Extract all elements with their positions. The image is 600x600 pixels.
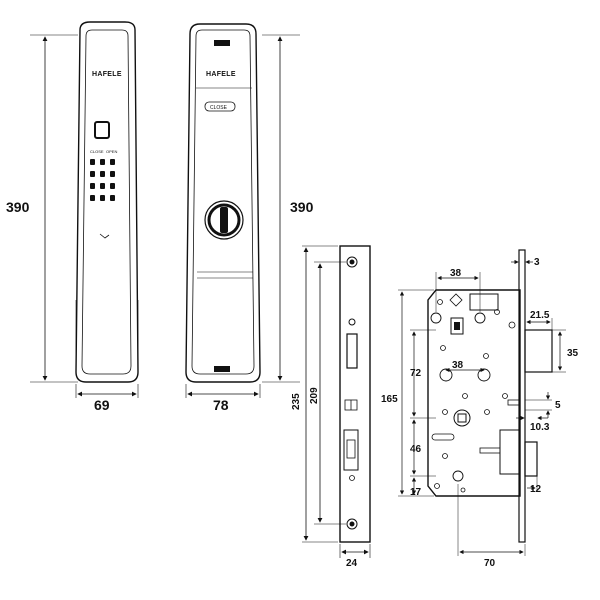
front-body-inner bbox=[81, 29, 132, 375]
back-height-dim: 390 bbox=[290, 199, 314, 215]
back-top-clip bbox=[214, 40, 230, 46]
back-brand-logo: HAFELE bbox=[206, 71, 236, 78]
dim-latch-height: 35 bbox=[567, 348, 579, 359]
thumb-turn-ring bbox=[207, 203, 241, 237]
deadbolt-slot bbox=[343, 429, 359, 471]
faceplate-outline bbox=[339, 245, 371, 543]
back-body-outline bbox=[185, 23, 261, 383]
back-width-dim: 78 bbox=[213, 397, 229, 413]
latch-bolt bbox=[524, 329, 553, 373]
close-button[interactable] bbox=[204, 101, 236, 112]
spindle-hole bbox=[453, 409, 471, 427]
dim-backset: 70 bbox=[484, 558, 496, 569]
thumb-turn-outer bbox=[204, 200, 244, 240]
front-height-dim: 390 bbox=[6, 199, 30, 215]
dim-hole-spacing-mid: 38 bbox=[452, 360, 464, 371]
back-bottom-clip bbox=[214, 366, 230, 372]
mortise-view: 3 38 21.5 35 165 72 38 46 bbox=[381, 249, 579, 569]
thumb-turn-knob bbox=[220, 207, 228, 233]
latch-slot bbox=[346, 333, 358, 369]
card-reader-icon bbox=[99, 233, 110, 239]
fingerprint-sensor bbox=[94, 121, 110, 139]
dim-body-height: 165 bbox=[381, 394, 398, 405]
mortise-body bbox=[427, 289, 521, 497]
faceplate-outer-height-dim: 235 bbox=[291, 393, 302, 410]
dim-hole-spacing-top: 38 bbox=[450, 268, 462, 279]
back-view: HAFELE CLOSE 390 78 bbox=[185, 23, 314, 413]
mortise-faceplate bbox=[518, 249, 526, 543]
deadbolt-housing bbox=[499, 429, 520, 475]
keypad-mode-open: OPEN bbox=[106, 149, 117, 154]
front-view: 390 HAFELE CLOSE OPEN bbox=[6, 21, 139, 413]
front-brand-logo: HAFELE bbox=[92, 71, 122, 78]
dim-bottom-right: 12 bbox=[530, 484, 542, 495]
faceplate-view: 235 209 24 bbox=[291, 245, 371, 569]
keypad-mode-close: CLOSE bbox=[90, 149, 104, 154]
dim-bottom-left: 17 bbox=[410, 487, 422, 498]
dim-bolt: 10.3 bbox=[530, 422, 550, 433]
dim-latch-width: 21.5 bbox=[530, 310, 550, 321]
dim-top-right: 3 bbox=[534, 257, 540, 268]
keypad bbox=[90, 159, 115, 201]
dim-deadbolt-offset: 5 bbox=[555, 400, 561, 411]
dim-spindle-to-cyl: 72 bbox=[410, 368, 422, 379]
front-width-dim: 69 bbox=[94, 397, 110, 413]
faceplate-width-dim: 24 bbox=[346, 558, 358, 569]
dim-lower-spacing: 46 bbox=[410, 444, 422, 455]
deadbolt bbox=[524, 441, 538, 477]
close-button-label: CLOSE bbox=[210, 105, 228, 111]
faceplate-inner-height-dim: 209 bbox=[309, 387, 320, 404]
